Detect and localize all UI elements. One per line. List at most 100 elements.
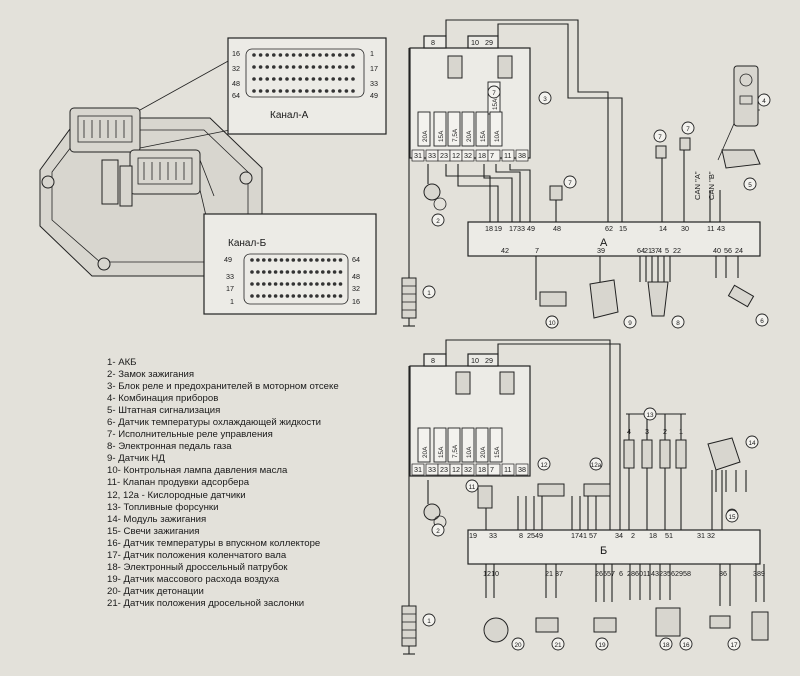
connector-pin (291, 89, 296, 93)
lower-ecu-bottom_pins: 7 (611, 569, 615, 578)
upper-fuse (433, 111, 447, 147)
connector-pin (331, 65, 336, 69)
injector-pin-label: 3 (645, 427, 649, 436)
connector-b-pin-left-3: 17 (226, 284, 234, 293)
lower-fuse-label: 7,5A (452, 444, 459, 458)
upper-ecu-top_pins: 11 (707, 224, 714, 233)
connector-pin (298, 65, 303, 69)
callout-marker (422, 613, 436, 627)
upper-box-pin-label: 12 (452, 151, 460, 160)
upper-ecu-bottom_pins: 37 (651, 246, 659, 255)
lower-ecu-top_pins: 32 (707, 531, 715, 540)
connector-pin (279, 258, 284, 262)
connector-pin (256, 294, 260, 298)
callout-label: 18 (662, 642, 670, 649)
connector-pin (291, 53, 296, 57)
upper-box-pin-label: 32 (464, 151, 472, 160)
connector-a-pin-left-3: 48 (232, 79, 240, 88)
callout-label: 7 (492, 90, 496, 97)
callout-label: 1 (427, 618, 431, 625)
connector-pin (265, 65, 270, 69)
lower-box-pin-label: 31 (414, 465, 422, 474)
lower-box-pin-label: 32 (464, 465, 472, 474)
connector-pin (338, 294, 343, 298)
connector-pin (331, 77, 336, 81)
legend-item: 3- Блок реле и предохранителей в моторно… (107, 381, 339, 393)
lower-ecu-top_pins: 33 (489, 531, 497, 540)
upper-fuse-label: 20A (466, 130, 473, 142)
connector-pin (305, 65, 309, 69)
lower-ecu-bottom_pins: 28 (627, 569, 635, 578)
lower-ecu-top_pins: 19 (469, 531, 477, 540)
connector-pin (321, 270, 325, 274)
callout-label: 7 (658, 134, 662, 141)
upper-ecu-top_pins: 17 (509, 224, 517, 233)
connector-pin (326, 270, 331, 274)
upper-fuse-extra: 15A (492, 98, 499, 110)
connector-a-pin-left-1: 16 (232, 49, 240, 58)
connector-pin (291, 282, 296, 286)
upper-top-pin-29: 29 (485, 38, 493, 47)
connector-pin (258, 65, 263, 69)
upper-fuse (447, 111, 461, 147)
connector-pin (338, 89, 342, 93)
connector-pin (258, 53, 263, 57)
connector-pin (311, 77, 316, 81)
connector-pin (338, 65, 342, 69)
lower-ecu-bottom_pins: 23 (659, 569, 667, 578)
lower-ecu-bottom_pins: 26 (595, 569, 603, 578)
connector-pin (309, 282, 313, 286)
injector-pin-label: 4 (627, 427, 631, 436)
connector-pin (321, 258, 325, 262)
connector-pin (291, 294, 296, 298)
fuel-injector (623, 439, 635, 469)
legend-item: 5- Штатная сигнализация (107, 405, 221, 417)
legend-item: 15- Свечи зажигания (107, 525, 200, 537)
callout-label: 10 (548, 320, 556, 327)
connector-pin (351, 89, 355, 93)
callout-marker (465, 479, 479, 493)
connector-pin (338, 282, 343, 286)
lower-ecu-bottom_pins: 38 (753, 569, 761, 578)
connector-pin (318, 77, 322, 81)
connector-pin (331, 53, 336, 57)
connector-pin (279, 294, 284, 298)
lower-fuse (489, 427, 503, 463)
lower-box-pin-label: 11 (504, 465, 511, 474)
callout-marker (623, 315, 637, 329)
upper-ecu-bottom_pins: 22 (673, 246, 681, 255)
connector-pin (250, 282, 254, 286)
connector-b-pin-right-4: 16 (352, 297, 360, 306)
lower-ecu-bottom_pins: 10 (491, 569, 499, 578)
lower-ecu-bottom_pins: 58 (683, 569, 691, 578)
connector-pin (331, 89, 336, 93)
lower-top-pin-8: 8 (431, 356, 435, 365)
upper-ecu-top_pins: 49 (527, 224, 535, 233)
connector-pin (267, 282, 272, 286)
connector-pin (305, 77, 309, 81)
legend-list: 1- АКБ 2- Замок зажигания 3- Блок реле и… (107, 357, 407, 610)
callout-label: 19 (598, 642, 606, 649)
lower-box-pin (515, 463, 529, 476)
callout-label: 6 (760, 318, 764, 325)
lower-ecu-bottom_pins: 6 (619, 569, 623, 578)
connector-pin (291, 270, 296, 274)
callout-marker (725, 509, 739, 523)
upper-box-pin-label: 11 (504, 151, 511, 160)
lower-ecu-top_pins: 49 (535, 531, 543, 540)
connector-a-pin-left-4: 64 (232, 91, 240, 100)
connector-pin (279, 270, 284, 274)
connector-pin (262, 258, 266, 262)
upper-ecu-top_pins: 15 (619, 224, 627, 233)
connector-pin (272, 77, 276, 81)
legend-item: 7- Исполнительные реле управления (107, 429, 273, 441)
connector-b-pin-right-1: 64 (352, 255, 360, 264)
lower-ecu-top_pins: 31 (697, 531, 705, 540)
callout-marker (643, 407, 657, 421)
connector-pin (303, 270, 307, 274)
callout-label: 9 (628, 320, 632, 327)
upper-fuse-label: 7,5A (452, 128, 459, 142)
connector-b-pin-right-2: 48 (352, 272, 360, 281)
callout-label: 17 (730, 642, 738, 649)
legend-item: 18- Электронный дроссельный патрубок (107, 561, 288, 573)
